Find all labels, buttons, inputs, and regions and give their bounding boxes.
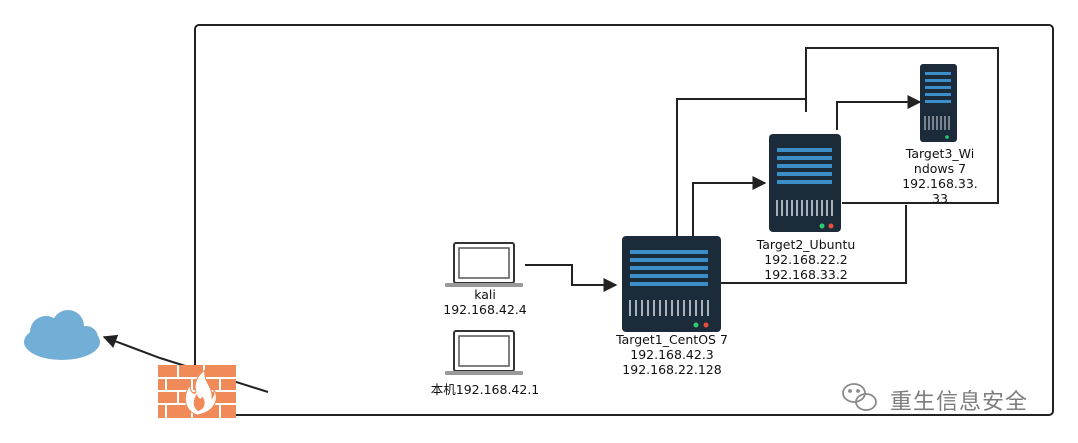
target3-label: Target3_Wi ndows 7 192.168.33. 33 — [894, 146, 986, 206]
target3-line2: ndows 7 — [913, 161, 967, 176]
link-top-loop — [805, 47, 999, 204]
kali-label: kali 192.168.42.4 — [435, 287, 535, 317]
server-icon — [920, 64, 957, 142]
link-target1-right — [720, 205, 907, 284]
link-target1-top — [676, 98, 806, 236]
target3-line3: 192.168.33. — [902, 176, 978, 191]
laptop-icon — [445, 242, 523, 287]
link-target1-target2 — [692, 176, 767, 236]
target2-ip1: 192.168.22.2 — [764, 252, 848, 267]
target1-name: Target1_CentOS 7 — [616, 332, 728, 347]
target3-line1: Target3_Wi — [905, 146, 975, 161]
target2-label: Target2_Ubuntu 192.168.22.2 192.168.33.2 — [746, 237, 866, 282]
watermark: 重生信息安全 — [838, 382, 1053, 415]
kali-name: kali — [474, 287, 496, 302]
target2-ip2: 192.168.33.2 — [764, 267, 848, 282]
flame-icon — [184, 368, 217, 416]
target2-name: Target2_Ubuntu — [756, 237, 856, 252]
firewall-icon — [158, 365, 236, 418]
link-target2-target3 — [836, 95, 922, 130]
network-boundary — [194, 24, 1054, 416]
kali-ip: 192.168.42.4 — [443, 302, 527, 317]
connections — [102, 47, 999, 393]
target1-ip2: 192.168.22.128 — [622, 362, 722, 377]
watermark-text: 重生信息安全 — [890, 390, 1029, 415]
target1-ip1: 192.168.42.3 — [630, 347, 714, 362]
wechat-icon — [842, 383, 877, 411]
link-kali-target1 — [525, 264, 618, 292]
laptop-icon — [445, 330, 523, 375]
target3-line4: 33 — [932, 191, 948, 206]
server-icon — [622, 236, 721, 332]
cloud-icon — [24, 310, 100, 360]
host-name-ip: 本机192.168.42.1 — [430, 382, 540, 397]
target1-label: Target1_CentOS 7 192.168.42.3 192.168.22… — [598, 332, 746, 377]
host-label: 本机192.168.42.1 — [414, 382, 556, 397]
server-icon — [769, 134, 841, 232]
